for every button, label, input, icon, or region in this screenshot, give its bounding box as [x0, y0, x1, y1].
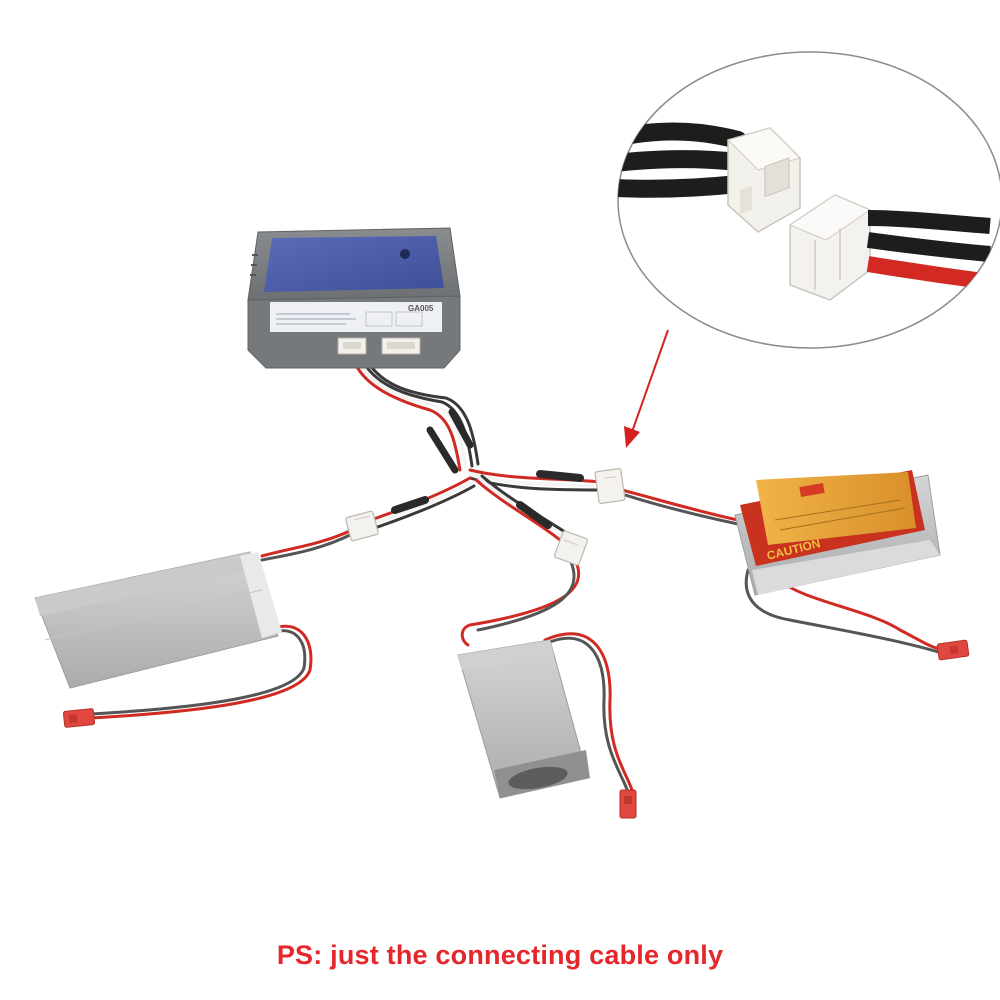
charger-port-left	[337, 337, 367, 355]
jst-plug-center	[619, 789, 637, 819]
battery-right: CAUTION	[734, 470, 970, 661]
pointer-arrow	[624, 329, 669, 448]
caption-note: PS: just the connecting cable only	[276, 940, 724, 970]
zoom-connector-male	[788, 194, 872, 301]
charger-port-right	[381, 337, 421, 355]
charger-model: GA005	[408, 304, 434, 313]
battery-center	[457, 639, 637, 819]
harness-connector-center	[553, 530, 589, 566]
harness-connector-right	[594, 468, 626, 504]
charger-label: GA005	[270, 302, 442, 332]
harness-connector-left	[345, 510, 379, 542]
battery-left	[34, 551, 282, 728]
zoom-inset	[617, 51, 1000, 349]
balance-charger: GA005	[247, 227, 461, 369]
jst-plug-right	[936, 639, 970, 661]
cable-harness	[88, 353, 947, 794]
jst-plug-left	[62, 708, 96, 728]
zoom-connector-female	[727, 127, 801, 233]
